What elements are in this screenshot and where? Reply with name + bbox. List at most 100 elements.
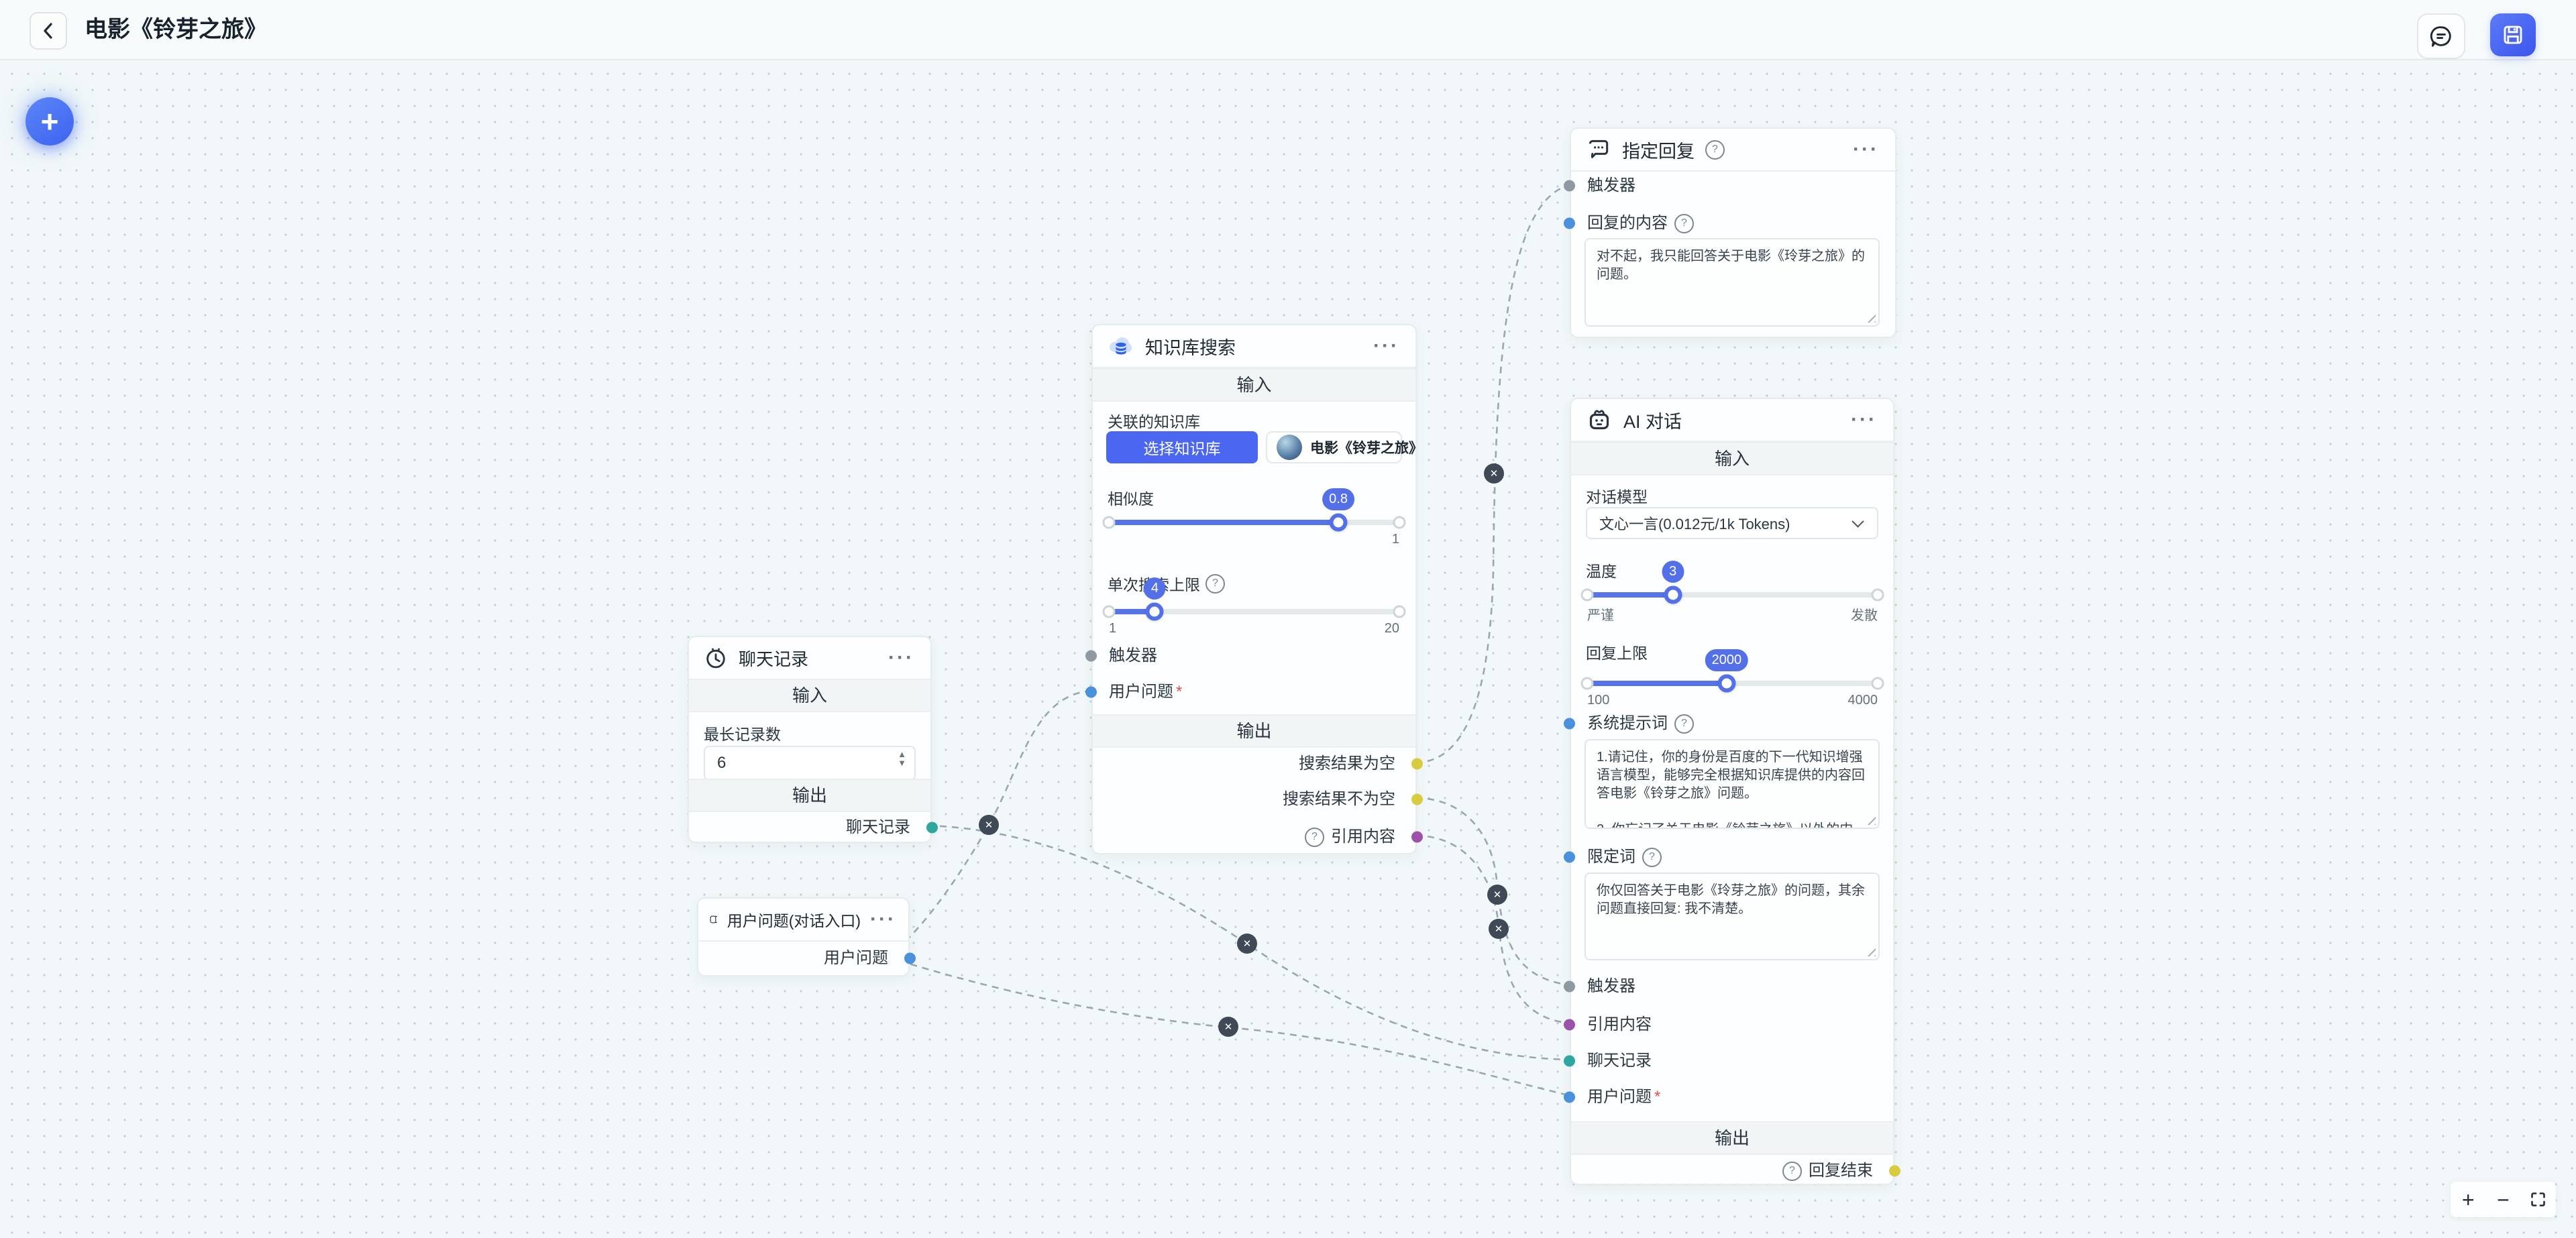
slider-handle[interactable] (1717, 674, 1736, 693)
save-floppy-icon (2504, 25, 2522, 44)
output-label: 搜索结果不为空 (1283, 790, 1395, 808)
fit-screen-icon (2531, 1192, 2546, 1206)
more-menu-icon[interactable]: ··· (1851, 408, 1877, 431)
help-icon[interactable]: ? (1674, 714, 1694, 734)
section-output: 输出 (689, 779, 930, 812)
port-content-in[interactable] (1564, 217, 1575, 229)
node-fixed-reply[interactable]: 指定回复 ? ··· 触发器 回复的内容 ? 对不起，我只能回答关于电影《玲芽之… (1564, 127, 1896, 338)
kb-chip[interactable]: 电影《铃芽之旅》 (1266, 431, 1423, 463)
fit-view-button[interactable] (2523, 1182, 2554, 1217)
save-button[interactable] (2490, 13, 2536, 56)
qualifier-textarea[interactable]: 你仅回答关于电影《玲芽之旅》的问题，其余问题直接回复: 我不清楚。 (1585, 873, 1880, 960)
delete-wire-button[interactable]: ✕ (979, 815, 999, 835)
zoom-out-button[interactable]: − (2497, 1187, 2510, 1212)
help-icon[interactable]: ? (1674, 213, 1694, 233)
more-menu-icon[interactable]: ··· (870, 908, 896, 930)
model-label: 对话模型 (1586, 488, 1648, 506)
port-label: 用户问题 * (1109, 681, 1182, 704)
output-row-empty: 搜索结果为空 (1093, 752, 1423, 775)
system-prompt-textarea[interactable]: 1.请记住，你的身份是百度的下一代知识增强语言模型，能够完全根据知识库提供的内容… (1585, 739, 1880, 829)
node-ai-chat[interactable]: AI 对话 ··· 输入 对话模型 文心一言(0.012元/1k Tokens)… (1564, 398, 1900, 1185)
port-history-in[interactable] (1564, 1055, 1575, 1067)
step-down-icon[interactable]: ▼ (898, 758, 906, 768)
node-ai-chat-header[interactable]: AI 对话 ··· (1571, 399, 1893, 442)
help-icon[interactable]: ? (1642, 847, 1662, 867)
delete-wire-button[interactable]: ✕ (1484, 463, 1504, 484)
delete-wire-button[interactable]: ✕ (1237, 934, 1257, 954)
delete-wire-button[interactable]: ✕ (1218, 1017, 1238, 1037)
slider-handle[interactable] (1145, 602, 1164, 621)
add-node-button[interactable]: + (25, 97, 74, 146)
help-icon[interactable]: ? (1705, 139, 1725, 160)
delete-wire-button[interactable]: ✕ (1487, 885, 1507, 905)
port-empty-out[interactable] (1411, 758, 1423, 770)
node-title: 知识库搜索 (1145, 337, 1236, 358)
output-label: 搜索结果为空 (1299, 754, 1395, 773)
slider-handle[interactable] (1664, 585, 1682, 604)
port-label: 系统提示词 ? (1587, 712, 1694, 735)
slider-track[interactable] (1587, 592, 1878, 598)
workflow-canvas[interactable]: + ✕ ✕ ✕ ✕ ✕ ✕ 聊天记录 ··· 输入 最长记录数 ▲ (0, 59, 2576, 1238)
slider-min-label: 1 (1109, 621, 1117, 636)
more-menu-icon[interactable]: ··· (1853, 138, 1879, 160)
search-limit-slider[interactable]: 4 1 20 (1102, 577, 1406, 636)
node-kb-search-header[interactable]: 知识库搜索 ··· (1093, 325, 1415, 368)
node-chat-history-header[interactable]: 聊天记录 ··· (689, 637, 930, 680)
port-qualifier-in[interactable] (1564, 851, 1575, 863)
slider-end (1580, 588, 1594, 602)
slider-end (1393, 605, 1406, 618)
port-user-question-out[interactable] (904, 952, 916, 964)
more-menu-icon[interactable]: ··· (888, 646, 914, 669)
port-row-qualifier: 限定词 ? (1564, 846, 1893, 868)
port-ref-in[interactable] (1564, 1019, 1575, 1031)
port-chat-history-out[interactable] (926, 822, 938, 834)
reply-content-textarea[interactable]: 对不起，我只能回答关于电影《玲芽之旅》的问题。 (1585, 238, 1880, 327)
slider-min-label: 严谨 (1587, 608, 1614, 623)
section-input: 输入 (1093, 368, 1415, 402)
port-label: 聊天记录 (1587, 1052, 1652, 1070)
help-icon[interactable]: ? (1305, 827, 1324, 847)
more-menu-icon[interactable]: ··· (1373, 335, 1399, 357)
port-ref-out[interactable] (1411, 831, 1423, 843)
port-trigger-in[interactable] (1564, 180, 1575, 192)
similarity-slider[interactable]: 0.8 1 (1102, 488, 1406, 547)
port-trigger-in[interactable] (1085, 650, 1097, 662)
section-input: 输入 (1571, 442, 1893, 475)
port-done-out[interactable] (1889, 1165, 1900, 1177)
node-user-question-entry[interactable]: 用户问题(对话入口) ··· 用户问题 (697, 897, 916, 976)
preview-chat-button[interactable] (2417, 13, 2465, 59)
output-label: 引用内容 (1331, 828, 1395, 846)
zoom-in-button[interactable]: + (2461, 1187, 2475, 1212)
output-row-done: ? 回复结束 (1571, 1160, 1900, 1182)
slider-handle[interactable] (1329, 513, 1348, 532)
port-question-in[interactable] (1564, 1091, 1575, 1103)
node-chat-history[interactable]: 聊天记录 ··· 输入 最长记录数 ▲ ▼ 输出 聊天记录 (688, 636, 938, 843)
node-fixed-reply-header[interactable]: 指定回复 ? ··· (1571, 129, 1895, 172)
port-not-empty-out[interactable] (1411, 793, 1423, 805)
node-title: 用户问题(对话入口) (727, 912, 861, 930)
node-user-question-header[interactable]: 用户问题(对话入口) ··· (698, 899, 908, 942)
x-icon: ✕ (984, 820, 994, 831)
help-icon[interactable]: ? (1205, 573, 1225, 594)
port-label-text: 限定词 (1587, 848, 1635, 866)
max-records-value[interactable] (705, 747, 885, 779)
select-kb-button[interactable]: 选择知识库 (1106, 431, 1258, 463)
slider-fill (1109, 609, 1155, 614)
number-stepper[interactable]: ▲ ▼ (898, 750, 906, 767)
robot-icon (1589, 410, 1609, 430)
delete-wire-button[interactable]: ✕ (1489, 919, 1509, 939)
x-icon: ✕ (1494, 923, 1503, 935)
port-trigger-in[interactable] (1564, 980, 1575, 993)
port-system-prompt-in[interactable] (1564, 718, 1575, 730)
output-label: 回复结束 (1809, 1162, 1873, 1180)
x-icon: ✕ (1242, 938, 1252, 950)
max-records-input[interactable]: ▲ ▼ (704, 746, 916, 781)
back-button[interactable] (30, 12, 67, 50)
node-kb-search[interactable]: 知识库搜索 ··· 输入 关联的知识库 选择知识库 电影《铃芽之旅》 相似度 0… (1085, 324, 1423, 854)
model-select[interactable]: 文心一言(0.012元/1k Tokens) (1586, 507, 1878, 539)
help-icon[interactable]: ? (1782, 1161, 1802, 1181)
reply-limit-slider[interactable]: 2000 100 4000 (1580, 649, 1884, 708)
slider-track[interactable] (1109, 609, 1399, 614)
temperature-slider[interactable]: 3 严谨 发散 (1580, 561, 1884, 623)
port-question-in[interactable] (1085, 686, 1097, 698)
